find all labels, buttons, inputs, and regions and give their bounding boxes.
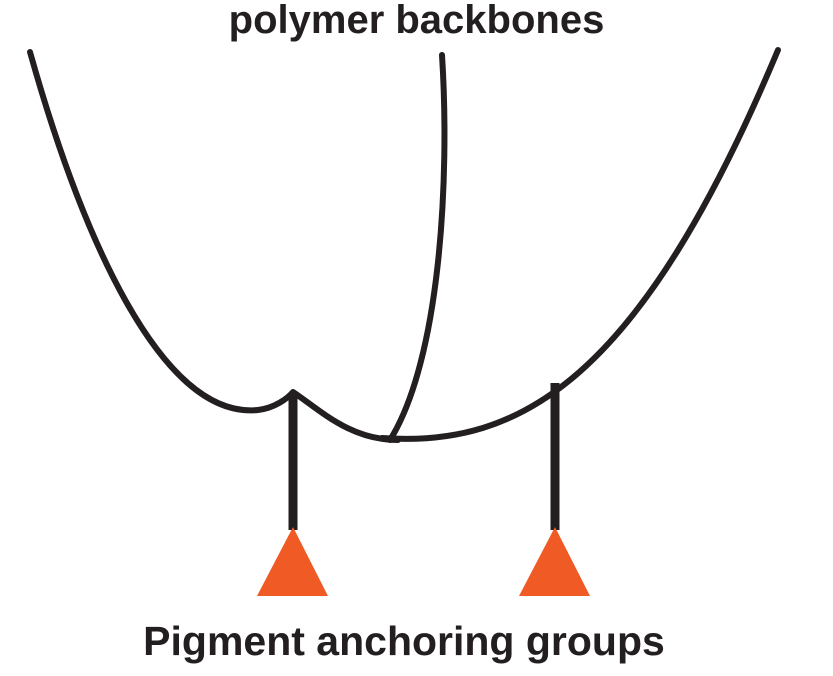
right-anchor-triangle bbox=[519, 527, 590, 596]
left-anchor-triangle bbox=[257, 527, 328, 596]
right-backbone-curve bbox=[379, 47, 781, 442]
diagram-title: polymer backbones bbox=[228, 0, 605, 42]
center-backbone-curve bbox=[387, 52, 448, 443]
left-backbone-curve bbox=[27, 49, 401, 443]
diagram-caption: Pigment anchoring groups bbox=[143, 618, 665, 664]
